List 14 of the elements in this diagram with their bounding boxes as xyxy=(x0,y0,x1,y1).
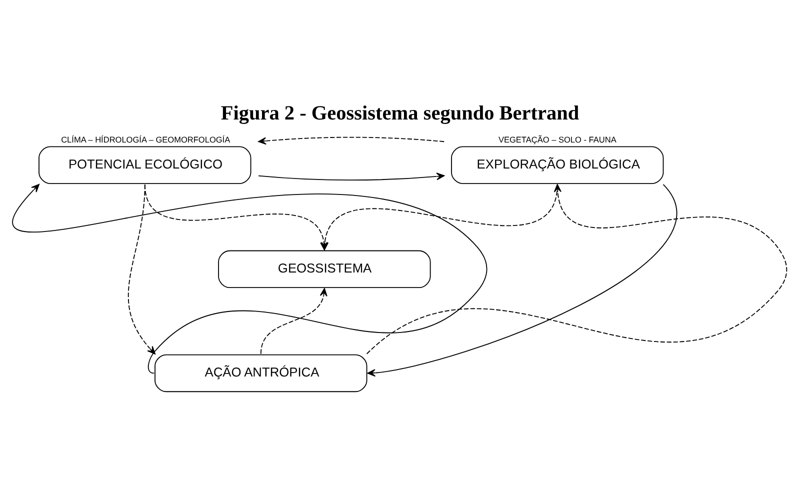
diagram-title: Figura 2 - Geossistema segundo Bertrand xyxy=(220,102,580,124)
node-label: CLÍMA – HÍDROLOGÍA – GEOMORFOLOGÍA xyxy=(61,134,230,144)
node-box: AÇÃO ANTRÓPICA xyxy=(154,354,368,392)
arrow xyxy=(367,184,676,376)
arrow xyxy=(258,172,445,180)
node-box: EXPLORAÇÃO BIOLÓGICA xyxy=(451,146,664,184)
arrow xyxy=(14,184,488,374)
arrow xyxy=(366,184,788,354)
arrow xyxy=(258,136,445,144)
arrow xyxy=(260,288,328,354)
arrow xyxy=(128,184,156,354)
node-box: POTENCIAL ECOLÓGICO xyxy=(38,146,252,184)
node-label: VEGETAÇÃO – SOLO - FAUNA xyxy=(498,134,616,144)
node-box: GEOSSISTEMA xyxy=(218,250,431,288)
